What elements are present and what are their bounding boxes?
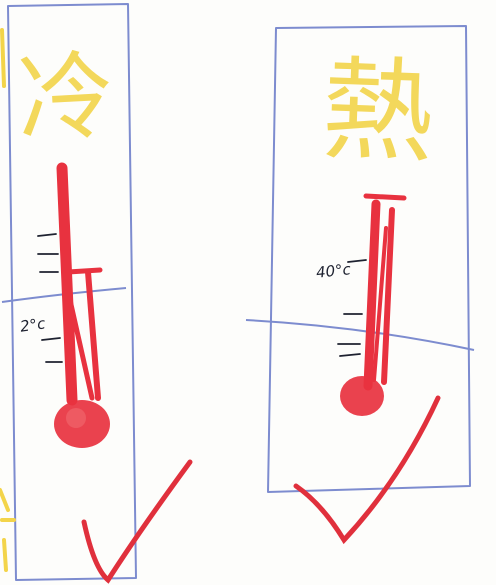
right-beaker-outline [267, 25, 471, 493]
character-cold: 冷 [15, 39, 117, 157]
right-panel [245, 25, 475, 545]
character-hot: 熱 [319, 45, 437, 179]
right-tick-marks [337, 259, 367, 357]
thermometer-icon [340, 193, 407, 416]
margin-strokes [0, 28, 16, 572]
left-panel [1, 3, 193, 584]
left-beaker-outline [7, 3, 137, 581]
temperature-label-cold: 2°c [18, 314, 47, 336]
thermometer-icon [54, 162, 110, 448]
temperature-label-hot: 40°c [315, 260, 352, 282]
left-tick-marks [37, 233, 63, 363]
check-mark-icon [81, 459, 193, 584]
right-water-line [245, 319, 475, 351]
check-mark-icon [293, 395, 441, 545]
